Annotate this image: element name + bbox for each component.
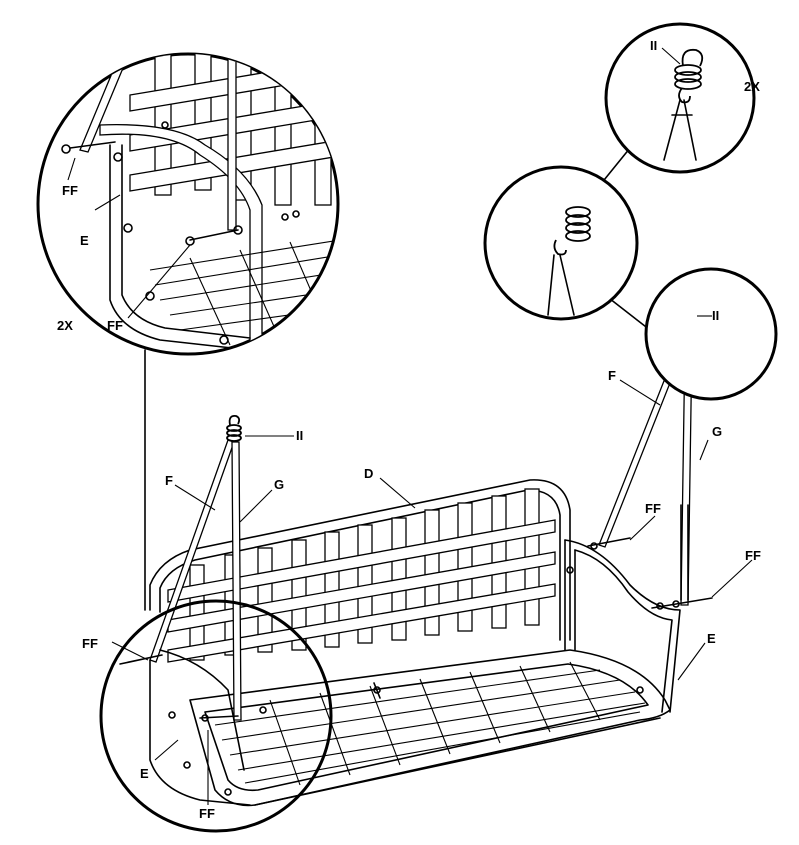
label-2x-top: 2X <box>744 79 760 94</box>
label-ff-3: FF <box>82 636 98 651</box>
label-d: D <box>364 466 373 481</box>
middle-right-detail-circle <box>485 167 637 319</box>
label-e-2: E <box>140 766 149 781</box>
label-ff-5: FF <box>645 501 661 516</box>
swing-seat <box>150 480 670 806</box>
label-ff-2: FF <box>107 318 123 333</box>
label-ii-right: II <box>712 308 719 323</box>
lower-detail-circle <box>101 601 331 831</box>
label-ii-top: II <box>650 38 657 53</box>
label-g-right: G <box>712 424 722 439</box>
label-ii-left: II <box>296 428 303 443</box>
label-ff-6: FF <box>745 548 761 563</box>
label-2x-left: 2X <box>57 318 73 333</box>
left-hook <box>227 416 241 441</box>
lower-right-detail-circle <box>646 269 776 399</box>
label-ff-4: FF <box>199 806 215 821</box>
top-right-detail-circle <box>606 24 754 172</box>
label-ff-1: FF <box>62 183 78 198</box>
center-bolt <box>374 683 380 698</box>
label-g-left: G <box>274 477 284 492</box>
label-f-right: F <box>608 368 616 383</box>
left-detail-circle <box>38 30 340 370</box>
right-bolts <box>588 538 712 609</box>
label-f-left: F <box>165 473 173 488</box>
label-e-1: E <box>80 233 89 248</box>
label-e-3: E <box>707 631 716 646</box>
